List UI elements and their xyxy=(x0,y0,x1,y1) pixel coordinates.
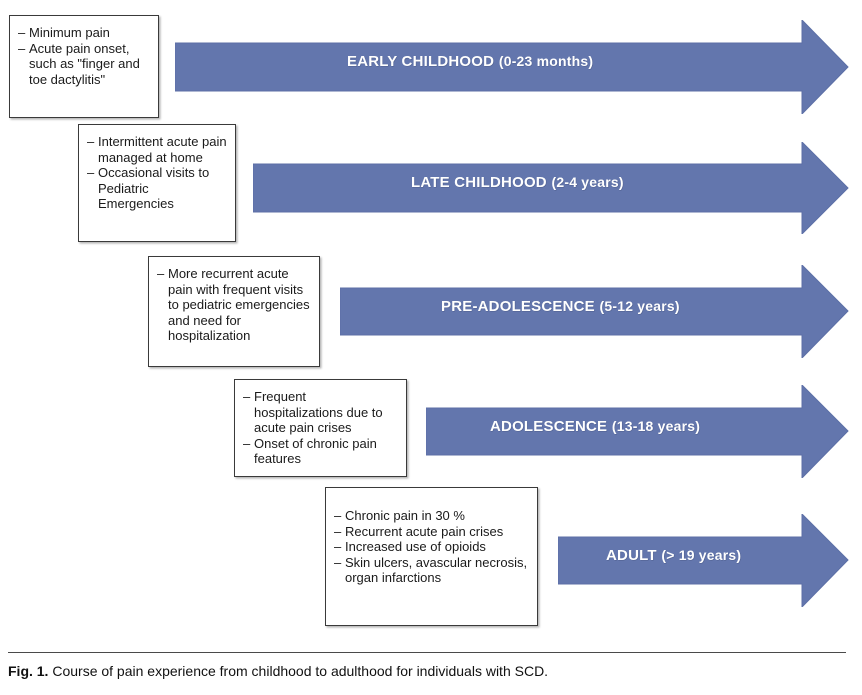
callout-box-adolescence: Frequent hospitalizations due to acute p… xyxy=(234,379,407,477)
arrow-shape-icon xyxy=(175,20,849,114)
arrow-shape-icon xyxy=(340,265,849,358)
callout-box-late-childhood: Intermittent acute pain managed at home … xyxy=(78,124,236,242)
caption-label: Fig. 1. xyxy=(8,663,49,679)
stage-arrow-early-childhood: EARLY CHILDHOOD (0-23 months) xyxy=(175,20,850,114)
list-item: Increased use of opioids xyxy=(334,539,529,555)
list-item: Occasional visits to Pediatric Emergenci… xyxy=(87,165,227,212)
caption-divider xyxy=(8,652,846,653)
arrow-shape-icon xyxy=(426,385,849,478)
stage-arrow-late-childhood: LATE CHILDHOOD (2-4 years) xyxy=(253,142,850,234)
list-item: Onset of chronic pain features xyxy=(243,436,398,467)
callout-box-adult: Chronic pain in 30 % Recurrent acute pai… xyxy=(325,487,538,626)
arrow-shape-icon xyxy=(253,142,849,234)
callout-list: More recurrent acute pain with frequent … xyxy=(157,266,311,344)
list-item: Acute pain onset, such as "finger and to… xyxy=(18,41,150,88)
arrow-shape-icon xyxy=(558,514,849,607)
list-item: Minimum pain xyxy=(18,25,150,41)
stage-arrow-adolescence: ADOLESCENCE (13-18 years) xyxy=(426,385,850,478)
callout-list: Minimum pain Acute pain onset, such as "… xyxy=(18,25,150,87)
figure-caption: Fig. 1. Course of pain experience from c… xyxy=(8,662,854,680)
callout-box-pre-adolescence: More recurrent acute pain with frequent … xyxy=(148,256,320,367)
callout-list: Chronic pain in 30 % Recurrent acute pai… xyxy=(334,508,529,586)
stage-arrow-pre-adolescence: PRE-ADOLESCENCE (5-12 years) xyxy=(340,265,850,358)
list-item: Frequent hospitalizations due to acute p… xyxy=(243,389,398,436)
callout-box-early-childhood: Minimum pain Acute pain onset, such as "… xyxy=(9,15,159,118)
list-item: Chronic pain in 30 % xyxy=(334,508,529,524)
caption-text: Course of pain experience from childhood… xyxy=(52,663,549,679)
callout-list: Intermittent acute pain managed at home … xyxy=(87,134,227,212)
list-item: Intermittent acute pain managed at home xyxy=(87,134,227,165)
list-item: More recurrent acute pain with frequent … xyxy=(157,266,311,344)
stage-arrow-adult: ADULT (> 19 years) xyxy=(558,514,850,607)
list-item: Recurrent acute pain crises xyxy=(334,524,529,540)
list-item: Skin ulcers, avascular necrosis, organ i… xyxy=(334,555,529,586)
callout-list: Frequent hospitalizations due to acute p… xyxy=(243,389,398,467)
